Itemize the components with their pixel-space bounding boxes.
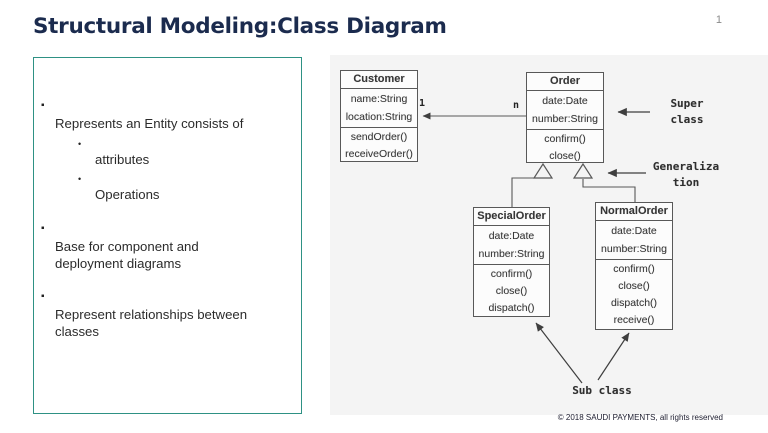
class-operation: confirm() <box>613 263 655 275</box>
subclass-arrow-right <box>597 332 630 381</box>
bullet-item-base: ▪ Base for component and deployment diagr… <box>34 221 293 272</box>
bullet-item-attributes: • attributes <box>76 136 293 168</box>
bullet-text: attributes <box>95 152 150 167</box>
bullet-text: Base for component and deployment diagra… <box>55 239 199 271</box>
class-diagram: Customer name:String location:String sen… <box>330 55 768 415</box>
class-name: SpecialOrder <box>474 208 549 226</box>
class-attribute: date:Date <box>611 225 657 237</box>
attributes-compartment: date:Date number:String <box>474 226 549 265</box>
generalization-triangle-left-icon <box>532 162 554 179</box>
class-operation: close() <box>495 285 528 297</box>
class-operation: confirm() <box>490 268 533 280</box>
attributes-compartment: name:String location:String <box>341 89 417 128</box>
bullet-list: ▪ Represents an Entity consists of • attri… <box>34 98 301 340</box>
class-attribute: number:String <box>532 113 598 125</box>
bullet-square-icon: ▪ <box>41 291 45 302</box>
bullet-text: Operations <box>95 187 160 202</box>
class-attribute: date:Date <box>542 95 588 107</box>
bullet-dot-icon: • <box>78 174 82 184</box>
page-title: Structural Modeling:Class Diagram <box>33 14 447 39</box>
bullet-item-relationships: ▪ Represent relationships between classes <box>34 289 293 340</box>
bullet-text: Represent relationships between classes <box>55 307 248 339</box>
multiplicity-1-label: 1 <box>419 98 426 109</box>
bullet-dot-icon: • <box>78 139 82 149</box>
bullet-text: Represents an Entity consists of <box>55 116 244 131</box>
super-class-label: Super class <box>670 97 704 126</box>
class-operation: close() <box>549 150 581 162</box>
sub-class-label: Sub class <box>572 384 632 397</box>
bullet-item-entity: ▪ Represents an Entity consists of <box>34 98 293 132</box>
class-name: Order <box>527 73 603 91</box>
connector-lines <box>422 107 650 384</box>
bullet-square-icon: ▪ <box>41 100 45 111</box>
class-operation: dispatch() <box>488 302 535 314</box>
class-box-order: Order date:Date number:String confirm() … <box>526 72 604 163</box>
class-operation: receive() <box>613 314 655 326</box>
normalorder-generalization-line <box>582 179 636 202</box>
class-box-normalorder: NormalOrder date:Date number:String conf… <box>595 202 673 330</box>
class-operation: confirm() <box>544 133 586 145</box>
class-operation: sendOrder() <box>350 131 408 143</box>
class-attribute: location:String <box>345 111 413 123</box>
page-number: 1 <box>715 14 722 26</box>
class-name: NormalOrder <box>596 203 672 221</box>
attributes-compartment: date:Date number:String <box>527 91 603 130</box>
class-attribute: number:String <box>601 243 667 255</box>
class-operation: dispatch() <box>610 297 658 309</box>
bullet-item-operations: • Operations <box>76 171 293 203</box>
class-operation: close() <box>618 280 650 292</box>
class-attribute: date:Date <box>488 230 535 242</box>
attributes-compartment: date:Date number:String <box>596 221 672 260</box>
class-attribute: number:String <box>478 248 545 260</box>
class-name: Customer <box>341 71 417 89</box>
subclass-arrow-left <box>535 322 583 384</box>
operations-compartment: confirm() close() <box>527 130 603 165</box>
class-attribute: name:String <box>350 93 408 105</box>
generalization-label: Generaliza tion <box>652 160 720 189</box>
operations-compartment: confirm() close() dispatch() receive() <box>596 260 672 329</box>
copyright: © 2018 SAUDI PAYMENTS, all rights reserv… <box>557 413 723 422</box>
class-box-customer: Customer name:String location:String sen… <box>340 70 418 162</box>
class-operation: receiveOrder() <box>345 148 413 160</box>
class-box-specialorder: SpecialOrder date:Date number:String con… <box>473 207 550 317</box>
generalization-triangle-right-icon <box>572 162 594 179</box>
multiplicity-n-label: n <box>513 100 520 111</box>
operations-compartment: confirm() close() dispatch() <box>474 265 549 317</box>
operations-compartment: sendOrder() receiveOrder() <box>341 128 417 163</box>
bullet-square-icon: ▪ <box>41 223 45 234</box>
bullet-panel: ▪ Represents an Entity consists of • attri… <box>33 57 302 414</box>
specialorder-generalization-line <box>511 177 542 207</box>
